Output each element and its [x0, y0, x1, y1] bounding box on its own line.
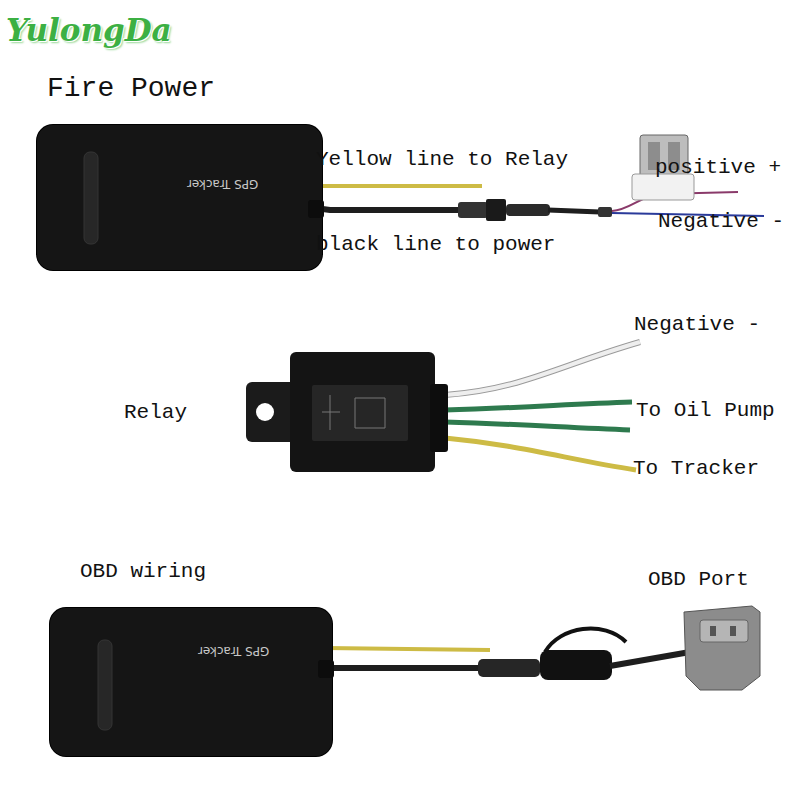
relay-hole: [256, 403, 274, 421]
connector: [506, 204, 550, 216]
green-wire: [445, 422, 630, 430]
black-cable: [320, 665, 480, 671]
yellow-wire: [325, 648, 490, 650]
splice: [598, 207, 612, 217]
part-name: Relay: [124, 400, 187, 425]
watermark: YulongDa: [6, 12, 172, 49]
wire-label: Yellow line to Relay: [316, 147, 568, 172]
obd-pin: [730, 626, 736, 636]
yellow-wire: [445, 438, 636, 470]
black-cable: [610, 652, 690, 666]
wire-label: To Tracker: [633, 456, 759, 481]
gps-tracker: GPS Tracker: [50, 608, 332, 756]
connector: [486, 199, 506, 221]
relay-boss: [430, 384, 448, 452]
wire-label: To Oil Pump: [636, 398, 775, 423]
polarity-label: positive +: [655, 155, 781, 180]
obd-plug: [684, 606, 760, 690]
obd-pins: [700, 620, 748, 642]
obd-pin: [710, 626, 716, 636]
fuse-holder: [540, 650, 612, 680]
title: Fire Power: [47, 72, 215, 106]
black-cable: [315, 208, 462, 210]
white-wire-outline: [445, 342, 640, 395]
relay-tab: [246, 382, 306, 442]
green-wire: [445, 402, 632, 410]
fuse-cap-strap: [545, 629, 626, 652]
wire-label: black line to power: [316, 232, 555, 257]
device-label: GPS Tracker: [198, 644, 269, 658]
white-wire: [445, 342, 640, 395]
connector: [478, 659, 540, 677]
relay-face: [312, 385, 408, 441]
part-name: OBD Port: [648, 567, 749, 592]
yellow-wire: [315, 184, 482, 188]
polarity-label: Negative -: [634, 312, 760, 337]
black-cable: [548, 210, 600, 212]
relay-body: [290, 352, 435, 472]
relay-symbol: [322, 395, 385, 430]
device-label: GPS Tracker: [187, 177, 258, 191]
section-heading: OBD wiring: [80, 559, 206, 584]
polarity-label: Negative -: [658, 209, 784, 234]
connector: [458, 202, 488, 218]
gps-tracker: GPS Tracker: [37, 125, 322, 270]
positive-wire: [612, 192, 738, 211]
